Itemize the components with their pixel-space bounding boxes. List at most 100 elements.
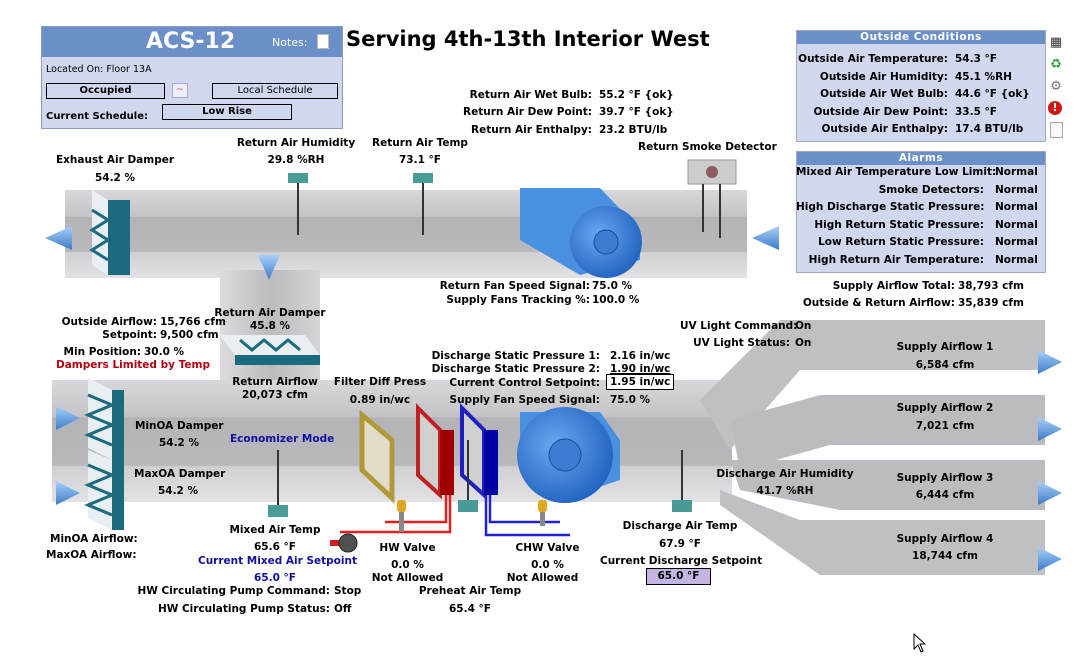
- control-setpoint-input[interactable]: 1.95 in/wc: [606, 374, 675, 390]
- outside-return-airflow-value: 35,839 cfm: [958, 297, 1024, 309]
- outside-condition-value: 17.4 BTU/lb: [955, 123, 1024, 136]
- uv-status-label: UV Light Status:: [693, 337, 790, 349]
- return-down-arrow-icon: [258, 255, 280, 280]
- minoa-airflow-label: MinOA Airflow:: [50, 533, 138, 545]
- maxoa-inlet-arrow-icon: [56, 481, 80, 505]
- mouse-cursor-icon: [913, 633, 927, 653]
- return-damper-label: Return Air Damper: [214, 307, 326, 319]
- mixed-air-setpoint-label: Current Mixed Air Setpoint: [197, 555, 357, 567]
- return-damper-value: 45.8 %: [249, 320, 291, 332]
- discharge-sp1-label: Discharge Static Pressure 1:: [431, 350, 600, 362]
- supply-airflow-2-value: 7,021 cfm: [915, 420, 975, 432]
- outside-condition-value: 44.6 °F {ok}: [955, 88, 1030, 101]
- min-position-label: Min Position:: [63, 346, 141, 358]
- chw-piping: [484, 495, 570, 537]
- outside-condition-label: Outside Air Dew Point:: [813, 105, 948, 118]
- outside-airflow-label: Outside Airflow:: [61, 316, 157, 328]
- outside-condition-label: Outside Air Enthalpy:: [821, 123, 948, 136]
- outside-condition-value: 33.5 °F: [955, 105, 997, 118]
- supply-total-value: 38,793 cfm: [958, 280, 1024, 292]
- chw-valve-status: Not Allowed: [506, 572, 579, 584]
- return-humidity-value: 29.8 %RH: [267, 154, 325, 166]
- supply-airflow-4-value: 18,744 cfm: [912, 550, 978, 562]
- maxoa-airflow-label: MaxOA Airflow:: [46, 549, 137, 561]
- gear-icon[interactable]: ⚙: [1050, 79, 1062, 94]
- notes-document-icon[interactable]: [317, 34, 329, 49]
- exhaust-arrow-icon: [45, 226, 72, 250]
- return-wet-bulb-label: Return Air Wet Bulb:: [469, 89, 592, 101]
- outside-condition-label: Outside Air Temperature:: [798, 53, 948, 65]
- supply-airflow-2-label: Supply Airflow 2: [896, 402, 994, 414]
- return-air-damper: [220, 335, 320, 365]
- mixed-air-temp-label: Mixed Air Temp: [229, 524, 321, 536]
- discharge-humidity-label: Discharge Air Humidity: [716, 468, 854, 480]
- page-title: Serving 4th-13th Interior West: [346, 27, 710, 51]
- supply-airflow-1-label: Supply Airflow 1: [896, 341, 994, 353]
- exhaust-damper: [89, 190, 130, 275]
- filter: [359, 409, 395, 504]
- min-position-value: 30.0 %: [144, 346, 185, 358]
- chw-valve-icon: [538, 500, 547, 526]
- document-icon[interactable]: [1050, 122, 1063, 138]
- hw-piping: [340, 495, 452, 534]
- return-enthalpy-value: 23.2 BTU/lb: [599, 124, 668, 136]
- return-humidity-label: Return Air Humidity: [236, 137, 356, 149]
- alarm-label: High Return Static Pressure:: [814, 218, 984, 231]
- unit-header-panel: ACS-12 Notes: Located On: Floor 13A Occu…: [41, 26, 343, 129]
- return-dew-point-label: Return Air Dew Point:: [463, 106, 592, 118]
- minoa-damper: [84, 378, 124, 460]
- hw-valve-status: Not Allowed: [371, 572, 444, 584]
- return-humidity-sensor: [288, 173, 308, 235]
- preheat-temp-sensor: [458, 440, 478, 512]
- alarm-value: Normal: [995, 183, 1038, 196]
- return-wet-bulb-value: 55.2 °F {ok}: [599, 89, 674, 101]
- discharge-temp-value: 67.9 °F: [659, 538, 701, 550]
- dampers-limited-text: Dampers Limited by Temp: [56, 359, 210, 371]
- supply-2-arrow-icon: [1038, 417, 1062, 441]
- supply-branch-4-duct: [720, 490, 1045, 575]
- supply-fan-speed-value: 75.0 %: [610, 394, 651, 406]
- exhaust-damper-label: Exhaust Air Damper: [55, 154, 175, 166]
- supply-4-arrow-icon: [1038, 547, 1062, 571]
- alarm-value: Normal: [995, 254, 1038, 266]
- alarm-icon[interactable]: !: [1048, 101, 1062, 115]
- alarms-panel: Alarms: [796, 151, 1046, 273]
- building-icon[interactable]: ▦: [1049, 35, 1063, 50]
- current-schedule-label: Current Schedule:: [46, 111, 149, 122]
- return-fan-icon: [520, 188, 642, 278]
- trend-graph-icon[interactable]: ~: [172, 83, 188, 98]
- return-temp-label: Return Air Temp: [372, 137, 468, 149]
- recycle-icon[interactable]: ♻: [1050, 57, 1062, 72]
- supply-airflow-3-value: 6,444 cfm: [915, 489, 975, 501]
- discharge-sp2-label: Discharge Static Pressure 2:: [431, 363, 600, 375]
- uv-command-value: On: [795, 320, 812, 332]
- outside-return-airflow-label: Outside & Return Airflow:: [802, 297, 955, 309]
- chw-valve-label: CHW Valve: [515, 542, 580, 554]
- alarm-label: Low Return Static Pressure:: [818, 236, 984, 249]
- supply-branch-2-duct: [730, 395, 1045, 470]
- discharge-setpoint-input[interactable]: 65.0 °F: [646, 568, 711, 585]
- hw-valve-icon: [397, 500, 406, 532]
- discharge-humidity-value: 41.7 %RH: [756, 485, 814, 497]
- supply-airflow-1-value: 6,584 cfm: [915, 359, 975, 371]
- hw-pump-status-value: Off: [334, 603, 352, 615]
- heating-coil: [416, 403, 454, 500]
- outside-airflow-value: 15,766 cfm: [160, 316, 226, 328]
- alarms-title: Alarms: [797, 152, 1045, 165]
- alarm-label: High Return Air Temperature:: [808, 254, 984, 266]
- oa-setpoint-value: 9,500 cfm: [160, 329, 219, 341]
- supply-tracking-label: Supply Fans Tracking %:: [446, 294, 590, 306]
- hw-pump-command-value: Stop: [334, 585, 362, 597]
- alarm-value: Normal: [995, 218, 1038, 231]
- discharge-temp-label: Discharge Air Temp: [622, 520, 738, 532]
- supply-airflow-3-label: Supply Airflow 3: [896, 472, 994, 484]
- return-airflow-value: 20,073 cfm: [242, 389, 308, 401]
- occupancy-status-button[interactable]: Occupied: [46, 83, 165, 99]
- smoke-detector-icon: [687, 159, 737, 238]
- maxoa-damper: [84, 450, 124, 530]
- preheat-temp-label: Preheat Air Temp: [418, 585, 522, 597]
- schedule-mode-button[interactable]: Local Schedule: [212, 83, 338, 99]
- current-schedule-button[interactable]: Low Rise: [162, 104, 292, 120]
- maxoa-damper-value: 54.2 %: [157, 485, 199, 497]
- unit-name: ACS-12: [146, 29, 236, 54]
